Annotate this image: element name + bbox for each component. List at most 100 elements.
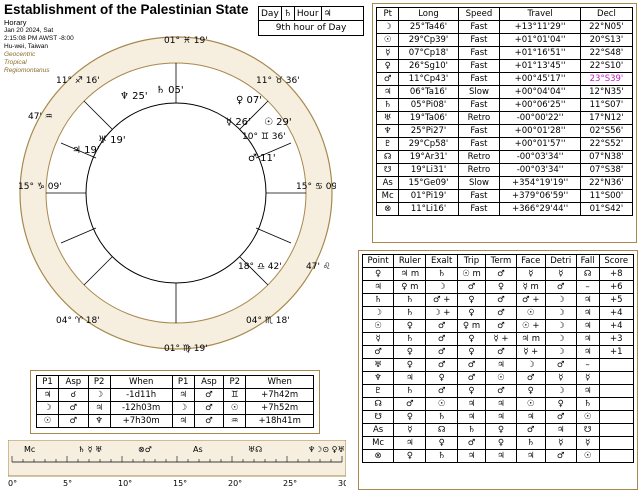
col-p1-b: P1 [171, 375, 195, 389]
long-cell: 05°Pi08' [398, 98, 459, 112]
planets-table-frame [372, 3, 637, 243]
planet-glyph-uranus: ♅ 19' [98, 135, 126, 146]
face-cell: ♃ [515, 410, 546, 424]
trip-cell: ♀ [456, 345, 487, 359]
aspect-row: ☽♂♃-12h03m☽♂☉+7h52m [35, 401, 314, 415]
term-cell: ♃ [485, 397, 517, 411]
exalt-cell: ☽ + [425, 306, 458, 320]
ruler-cell: ☿ [393, 423, 427, 437]
planet-row: ♀26°Sg10'Fast+01°13'45''22°S10' [375, 59, 634, 73]
planet-glyph-mercury: ☿ 26' [226, 117, 251, 128]
dignity-row: ☿♄♂♀☿ +♃ m☽♃+3 [361, 332, 635, 346]
score-cell [598, 371, 635, 385]
travel-cell: +00°04'04'' [499, 85, 581, 99]
cusp-label-2: 11° ♉ 36' [256, 76, 300, 86]
decl-cell: 17°N12' [579, 111, 634, 125]
mc-label: 01° ♓ 19' [164, 36, 208, 46]
term-cell: ♂ [485, 384, 517, 398]
dignity-row: As☿☊♄♀♂♃☋ [361, 423, 635, 437]
cusp-label-7: 47' ♒ [28, 112, 53, 122]
cusp-label-8: 47' ♌ [306, 262, 331, 272]
speed-cell: Fast [457, 137, 501, 151]
long-cell: 29°Cp39' [398, 33, 459, 47]
travel-cell: +01°13'45'' [499, 59, 581, 73]
exalt-cell: ♂ [425, 384, 458, 398]
detri-cell: ♀ [544, 397, 577, 411]
planet-glyph-mars: ♂ 11' [248, 153, 276, 164]
trip-cell: ♂ [456, 436, 487, 450]
point-cell: ☉ [361, 319, 395, 333]
score-cell [598, 410, 635, 424]
fall-cell: ♄ [575, 397, 600, 411]
ruler-cell: ♄ [393, 293, 427, 307]
when-cell: +7h52m [245, 401, 314, 415]
ruler-cell: ♀ [393, 449, 427, 463]
chart-time: 2:15:08 PM AWST -8:00 [4, 35, 74, 42]
ruler-cell: ♃ [393, 436, 427, 450]
long-cell: 07°Cp18' [398, 46, 459, 60]
pt-cell: ♂ [375, 72, 400, 86]
col-score: Score [598, 254, 635, 268]
cusp-label-3: 04° ♈ 18' [56, 316, 100, 326]
day-ruler: ♄ [282, 7, 295, 20]
fall-cell: ☊ [575, 267, 600, 281]
ruler-cell: ♄ [393, 332, 427, 346]
point-cell: ⊗ [361, 449, 395, 463]
term-cell: ♃ [485, 358, 517, 372]
pt-cell: ☿ [375, 46, 400, 60]
long-cell: 25°Pi27' [398, 124, 459, 138]
trip-cell: ♄ [456, 423, 487, 437]
ruler-cell: ♀ m [393, 280, 427, 294]
long-cell: 26°Sg10' [398, 59, 459, 73]
ruler-cell: ♃ m [393, 267, 427, 281]
wheel-labels: 01° ♓ 19' 01° ♍ 19' 15° ♑ 09' 15° ♋ 09' … [18, 36, 336, 353]
aspect-row: ♃☌☽-1d11h♃♂♊+7h42m [35, 388, 314, 402]
hour-ruler: ♃ [323, 8, 332, 19]
house-cusp-lines [46, 63, 306, 323]
col-p2-a: P2 [87, 375, 111, 389]
fall-cell: ☋ [575, 423, 600, 437]
ruler-cell: ♃ [393, 371, 427, 385]
col-ruler: Ruler [393, 254, 427, 268]
dignity-table: Point Ruler Exalt Trip Term Face Detri F… [361, 254, 635, 463]
day-hour-box: Day ♄ Hour ♃ 9th hour of Day [258, 6, 364, 36]
day-label: Day [259, 7, 282, 20]
ruler-cell: ♀ [393, 345, 427, 359]
travel-cell: -00°00'22'' [499, 111, 581, 125]
decl-cell: 11°S07' [579, 98, 634, 112]
travel-cell: -00°03'34'' [499, 150, 581, 164]
pt-cell: ♅ [375, 111, 400, 125]
speed-cell: Fast [457, 189, 501, 203]
decl-cell: 22°S48' [579, 46, 634, 60]
term-cell: ♂ [485, 345, 517, 359]
pt-cell: As [375, 176, 400, 190]
exalt-cell: ♄ [425, 267, 458, 281]
score-cell [598, 397, 635, 411]
term-cell: ♂ [485, 293, 517, 307]
planetary-hour-text: 9th hour of Day [275, 23, 347, 33]
point-cell: ☽ [361, 306, 395, 320]
pt-cell: ⊗ [375, 202, 400, 216]
ic-label: 01° ♍ 19' [164, 344, 208, 353]
chart-meta: Horary Jan 20 2024, Sat 2:15:08 PM AWST … [4, 19, 74, 75]
degree-ruler: Mc♄ ☿ ♅⊗♂As♅☊♆☽⊙ ♀♅ 0°5°10°15°20°25°30° [8, 440, 346, 488]
decl-cell: 22°N05' [579, 20, 634, 34]
when-cell: +18h41m [245, 414, 314, 428]
decl-cell: 23°S39' [579, 72, 634, 86]
planets-header-row: Pt Long Speed Travel Decl [375, 7, 634, 21]
detri-cell: ☿ [544, 267, 577, 281]
chart-title: Establishment of the Palestinian State [4, 2, 249, 17]
when-cell: -12h03m [109, 401, 173, 415]
face-cell: ♃ m [515, 332, 546, 346]
ruler-degree-label: 30° [338, 479, 346, 488]
detri-cell: ☽ [544, 306, 577, 320]
cusp-label-1: 11° ♐ 16' [56, 76, 100, 86]
p1-cell: ♃ [171, 414, 195, 428]
face-cell: ♂ [515, 423, 546, 437]
score-cell: +8 [598, 267, 635, 281]
decl-cell: 22°N36' [579, 176, 634, 190]
point-cell: ☿ [361, 332, 395, 346]
point-cell: ☊ [361, 397, 395, 411]
exalt-cell: ♄ [425, 410, 458, 424]
long-cell: 19°Ar31' [398, 150, 459, 164]
